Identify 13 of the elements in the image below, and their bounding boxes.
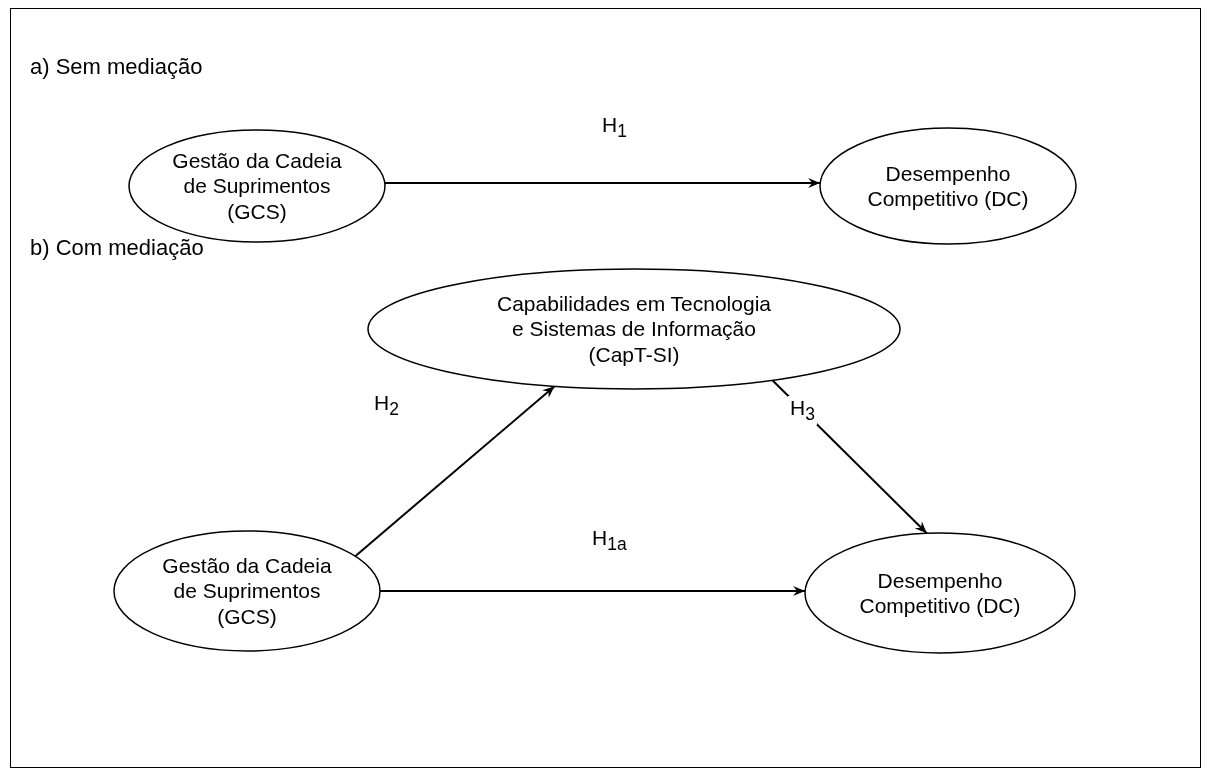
section-label: b) Com mediação xyxy=(30,235,204,261)
ellipse-node xyxy=(805,533,1075,653)
node-label: Gestão da Cadeia de Suprimentos (GCS) xyxy=(171,148,343,224)
arrow xyxy=(354,385,556,558)
ellipse-node xyxy=(820,128,1076,244)
edge-label: H$_{3}$ xyxy=(788,396,817,426)
node-label: Capabilidades em Tecnologia e Sistemas de Informação (CapT-SI) xyxy=(496,291,772,367)
ellipse-node xyxy=(368,269,900,389)
ellipse-node xyxy=(114,531,380,651)
section-label: a) Sem mediação xyxy=(30,54,203,80)
node-label: Desempenho Competitivo (DC) xyxy=(866,160,1030,212)
node-label: Desempenho Competitivo (DC) xyxy=(858,567,1022,619)
node-label: Gestão da Cadeia de Suprimentos (GCS) xyxy=(161,553,333,629)
